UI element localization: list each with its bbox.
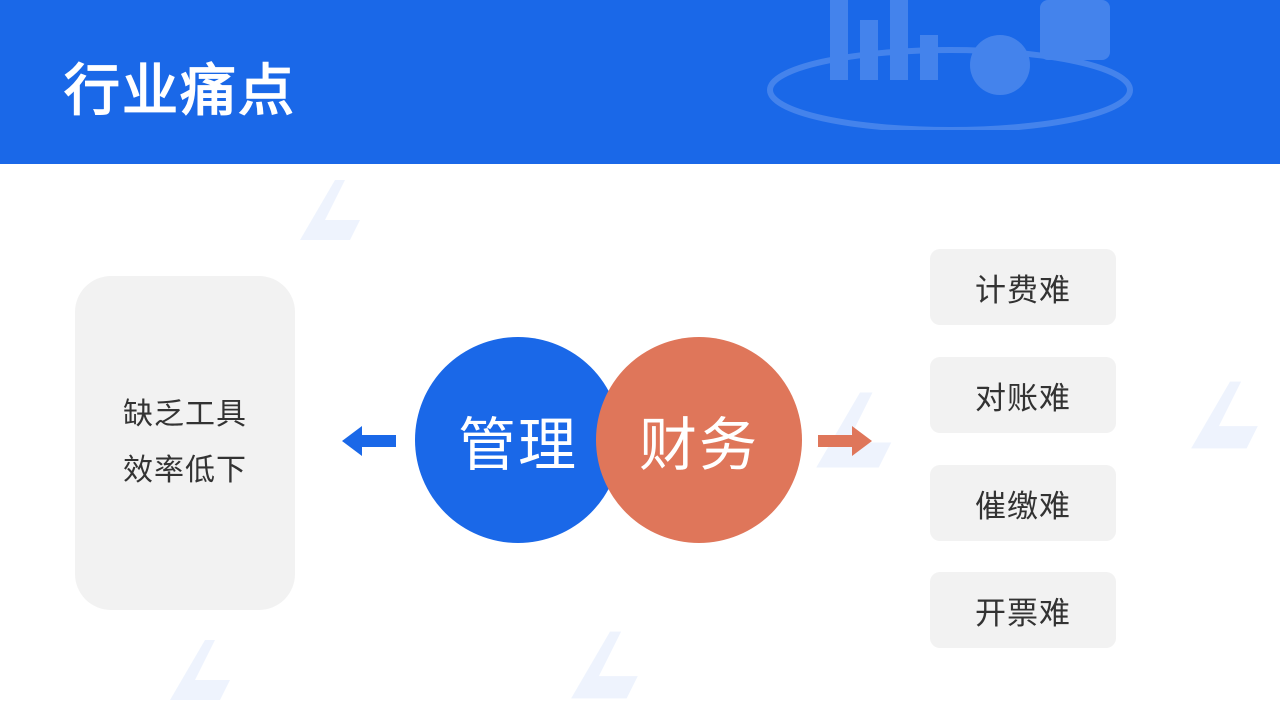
left-panel-line-2: 效率低下 bbox=[123, 453, 247, 488]
pain-point-invoicing: 开票难 bbox=[930, 572, 1116, 648]
dashboard-illustration-icon bbox=[767, 0, 1133, 130]
pain-point-invoicing-label: 开票难 bbox=[975, 595, 1071, 632]
circle-finance: 财务 bbox=[596, 337, 802, 543]
header-banner: 行业痛点 bbox=[0, 0, 1280, 164]
left-panel: 缺乏工具 效率低下 bbox=[75, 276, 295, 610]
pain-point-collection-label: 催缴难 bbox=[975, 488, 1071, 525]
watermark-logo-icon bbox=[1191, 381, 1258, 449]
pain-point-reconciliation: 对账难 bbox=[930, 357, 1116, 433]
arrow-right-icon bbox=[818, 426, 872, 456]
pain-point-billing: 计费难 bbox=[930, 249, 1116, 325]
arrow-left-icon bbox=[342, 426, 396, 456]
watermark-logo-icon bbox=[170, 640, 230, 700]
pain-point-billing-label: 计费难 bbox=[975, 272, 1071, 309]
watermark-logo-icon bbox=[571, 631, 638, 699]
page-title: 行业痛点 bbox=[64, 59, 296, 124]
pain-point-reconciliation-label: 对账难 bbox=[975, 380, 1071, 417]
watermark-logo-icon bbox=[300, 180, 360, 240]
circle-finance-label: 财务 bbox=[638, 411, 759, 479]
pain-point-collection: 催缴难 bbox=[930, 465, 1116, 541]
circle-management-label: 管理 bbox=[457, 411, 578, 479]
circle-management: 管理 bbox=[415, 337, 621, 543]
left-panel-line-1: 缺乏工具 bbox=[123, 397, 247, 432]
